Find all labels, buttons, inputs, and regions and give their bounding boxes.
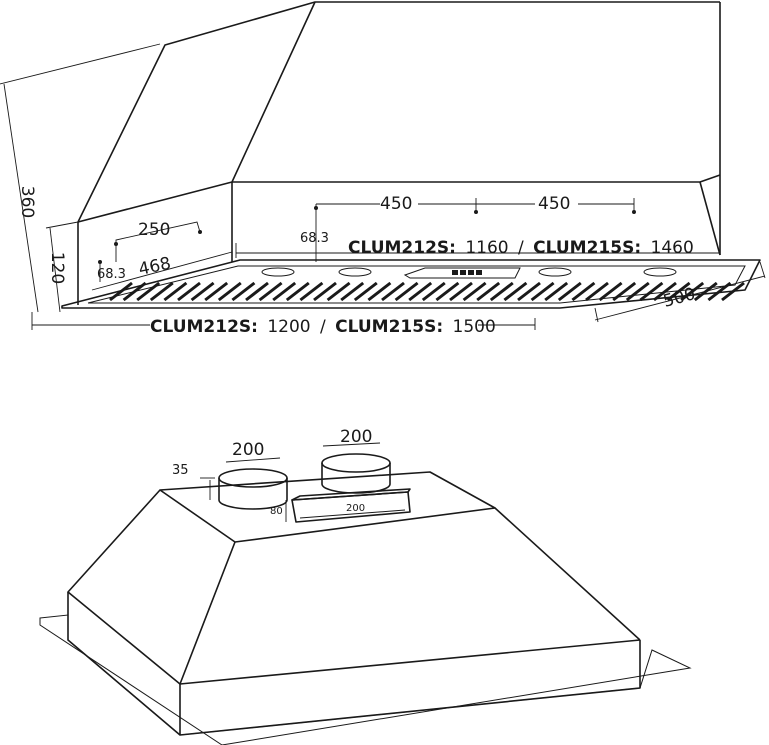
filter-slat bbox=[503, 281, 528, 302]
filter-slat bbox=[245, 281, 269, 302]
filter-slat bbox=[721, 281, 745, 302]
filter-slat bbox=[653, 281, 677, 302]
inner-value-a: 1160 bbox=[465, 238, 508, 258]
filter-slat bbox=[190, 281, 215, 302]
filter-slat bbox=[544, 281, 569, 302]
dimension-lines-top bbox=[0, 43, 766, 330]
filter-slat bbox=[394, 281, 419, 302]
filter-slat bbox=[517, 281, 541, 302]
filter-slat bbox=[163, 281, 188, 302]
dim-68-3-side-label: 68.3 bbox=[97, 267, 126, 282]
filter-slat bbox=[204, 281, 229, 302]
inner-sep: / bbox=[518, 238, 524, 258]
top-hood-outline bbox=[61, 1, 761, 309]
inner-model-b: CLUM215S: bbox=[533, 238, 641, 258]
filter-slat bbox=[639, 281, 664, 302]
bottom-hood-outline bbox=[39, 471, 692, 745]
filter-slat bbox=[299, 281, 324, 302]
control-buttons bbox=[452, 270, 482, 275]
dimension-labels-top: 360 120 250 68.3 468 68.3 450 450 CLUM21… bbox=[17, 186, 698, 337]
filter-slat bbox=[217, 281, 242, 302]
filter-slat bbox=[585, 281, 609, 302]
dim-80-label: 80 bbox=[270, 506, 283, 517]
dim-200-rect-label: 200 bbox=[346, 503, 365, 514]
filter-slat bbox=[462, 281, 487, 302]
dim-120-label: 120 bbox=[47, 252, 67, 284]
outer-model-b: CLUM215S: bbox=[335, 317, 443, 337]
filter-slat bbox=[272, 281, 297, 302]
rect-duct bbox=[291, 488, 411, 523]
filter-slat bbox=[326, 281, 351, 302]
dim-250-label: 250 bbox=[138, 220, 170, 240]
dim-68-3-front-label: 68.3 bbox=[300, 231, 329, 246]
filter-slat bbox=[313, 281, 337, 302]
dim-450-left-label: 450 bbox=[380, 194, 412, 214]
outer-sep: / bbox=[320, 317, 326, 337]
filter-slat bbox=[612, 281, 637, 302]
filter-slat bbox=[625, 281, 650, 302]
filter-slat bbox=[381, 281, 405, 302]
dim-200-left-label: 200 bbox=[232, 440, 264, 460]
inner-model-a: CLUM212S: bbox=[348, 238, 456, 258]
filter-slat bbox=[258, 281, 283, 302]
dim-360-label: 360 bbox=[17, 186, 37, 218]
round-duct-left bbox=[218, 468, 288, 510]
filter-slat bbox=[557, 281, 582, 302]
filter-slat bbox=[340, 281, 365, 302]
dim-500-label: 500 bbox=[661, 284, 698, 312]
filter-slat bbox=[530, 281, 555, 302]
outer-model-a: CLUM212S: bbox=[150, 317, 258, 337]
filter-slat bbox=[666, 281, 691, 302]
dim-468-label: 468 bbox=[137, 254, 173, 280]
filter-slat bbox=[489, 281, 514, 302]
outer-value-a: 1200 bbox=[267, 317, 310, 337]
filter-slat bbox=[149, 281, 174, 302]
filter-slat bbox=[122, 281, 147, 302]
filter-slat bbox=[136, 281, 161, 302]
round-duct-right bbox=[321, 453, 391, 494]
top-lamps bbox=[261, 267, 677, 279]
filter-slat bbox=[367, 281, 392, 302]
filter-slat bbox=[109, 281, 133, 302]
filter-slat bbox=[231, 281, 256, 302]
dimension-lines-bottom bbox=[200, 442, 381, 522]
filter-slat bbox=[421, 281, 446, 302]
filter-slat bbox=[435, 281, 460, 302]
outer-width-label: CLUM212S: 1200 / CLUM215S: 1500 bbox=[150, 317, 496, 337]
outer-value-b: 1500 bbox=[453, 317, 496, 337]
top-filter-slats bbox=[109, 281, 745, 302]
inner-width-label: CLUM212S: 1160 / CLUM215S: 1460 bbox=[348, 238, 694, 258]
dim-200-right-label: 200 bbox=[340, 427, 372, 447]
filter-slat bbox=[476, 281, 501, 302]
filter-slat bbox=[449, 281, 473, 302]
filter-slat bbox=[408, 281, 433, 302]
dimension-labels-bottom: 35 200 200 80 200 bbox=[172, 427, 372, 517]
filter-slat bbox=[285, 281, 310, 302]
inner-value-b: 1460 bbox=[651, 238, 694, 258]
dim-450-right-label: 450 bbox=[538, 194, 570, 214]
dim-35-label: 35 bbox=[172, 463, 189, 478]
filter-slat bbox=[598, 281, 623, 302]
filter-slat bbox=[177, 281, 201, 302]
filter-slat bbox=[571, 281, 596, 302]
filter-slat bbox=[353, 281, 378, 302]
